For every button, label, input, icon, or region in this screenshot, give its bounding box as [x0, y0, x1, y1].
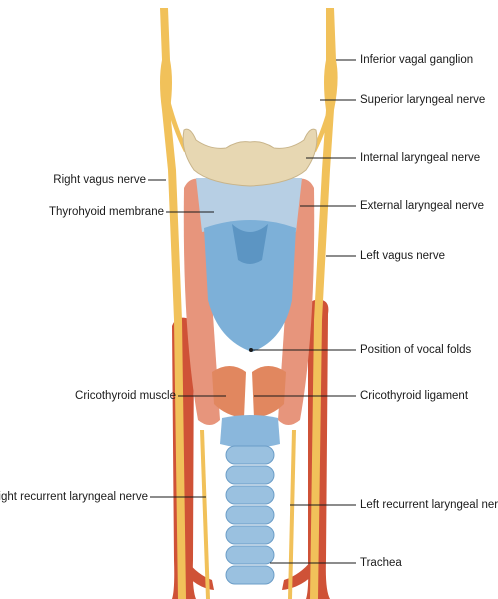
label-inferior-vagal-ganglion: Inferior vagal ganglion: [360, 54, 474, 66]
leader-lines: [148, 59, 356, 564]
label-internal-laryngeal-nerve: Internal laryngeal nerve: [360, 152, 481, 164]
trachea-rings: [225, 445, 275, 585]
thyrohyoid-membrane-shape: [196, 178, 302, 232]
label-right-recurrent-laryngeal-nerve: Right recurrent laryngeal nerve: [0, 491, 148, 503]
thyroid-cartilage: [204, 220, 296, 352]
label-cricothyroid-muscle: Cricothyroid muscle: [75, 390, 176, 402]
cricothyroid-muscle-left: [252, 366, 286, 418]
left-vagus-nerve-shape: [310, 8, 338, 599]
label-right-vagus-nerve: Right vagus nerve: [53, 174, 146, 186]
label-left-recurrent-laryngeal-nerve: Left recurrent laryngeal nerve: [360, 499, 498, 511]
label-external-laryngeal-nerve: External laryngeal nerve: [360, 200, 485, 212]
recurrent-nerve-left: [288, 430, 296, 599]
muscle-left: [278, 178, 315, 425]
cricoid-cartilage: [220, 415, 280, 448]
right-vagus-nerve-shape: [160, 8, 186, 599]
label-cricothyroid-ligament: Cricothyroid ligament: [360, 390, 469, 402]
label-left-vagus-nerve: Left vagus nerve: [360, 250, 446, 262]
muscle-right: [183, 178, 220, 425]
left-vagus-branch-1: [312, 100, 334, 152]
recurrent-nerve-right: [200, 430, 210, 599]
right-vagus-branch-1: [166, 100, 188, 152]
thyroid-notch: [232, 224, 268, 264]
label-superior-laryngeal-nerve: Superior laryngeal nerve: [360, 94, 486, 106]
label-thyrohyoid-membrane: Thyrohyoid membrane: [48, 206, 164, 218]
hyoid-bone: [182, 128, 318, 187]
label-trachea: Trachea: [360, 557, 402, 569]
label-position-of-vocal-folds: Position of vocal folds: [360, 344, 472, 356]
cricothyroid-muscle-right: [212, 366, 246, 418]
